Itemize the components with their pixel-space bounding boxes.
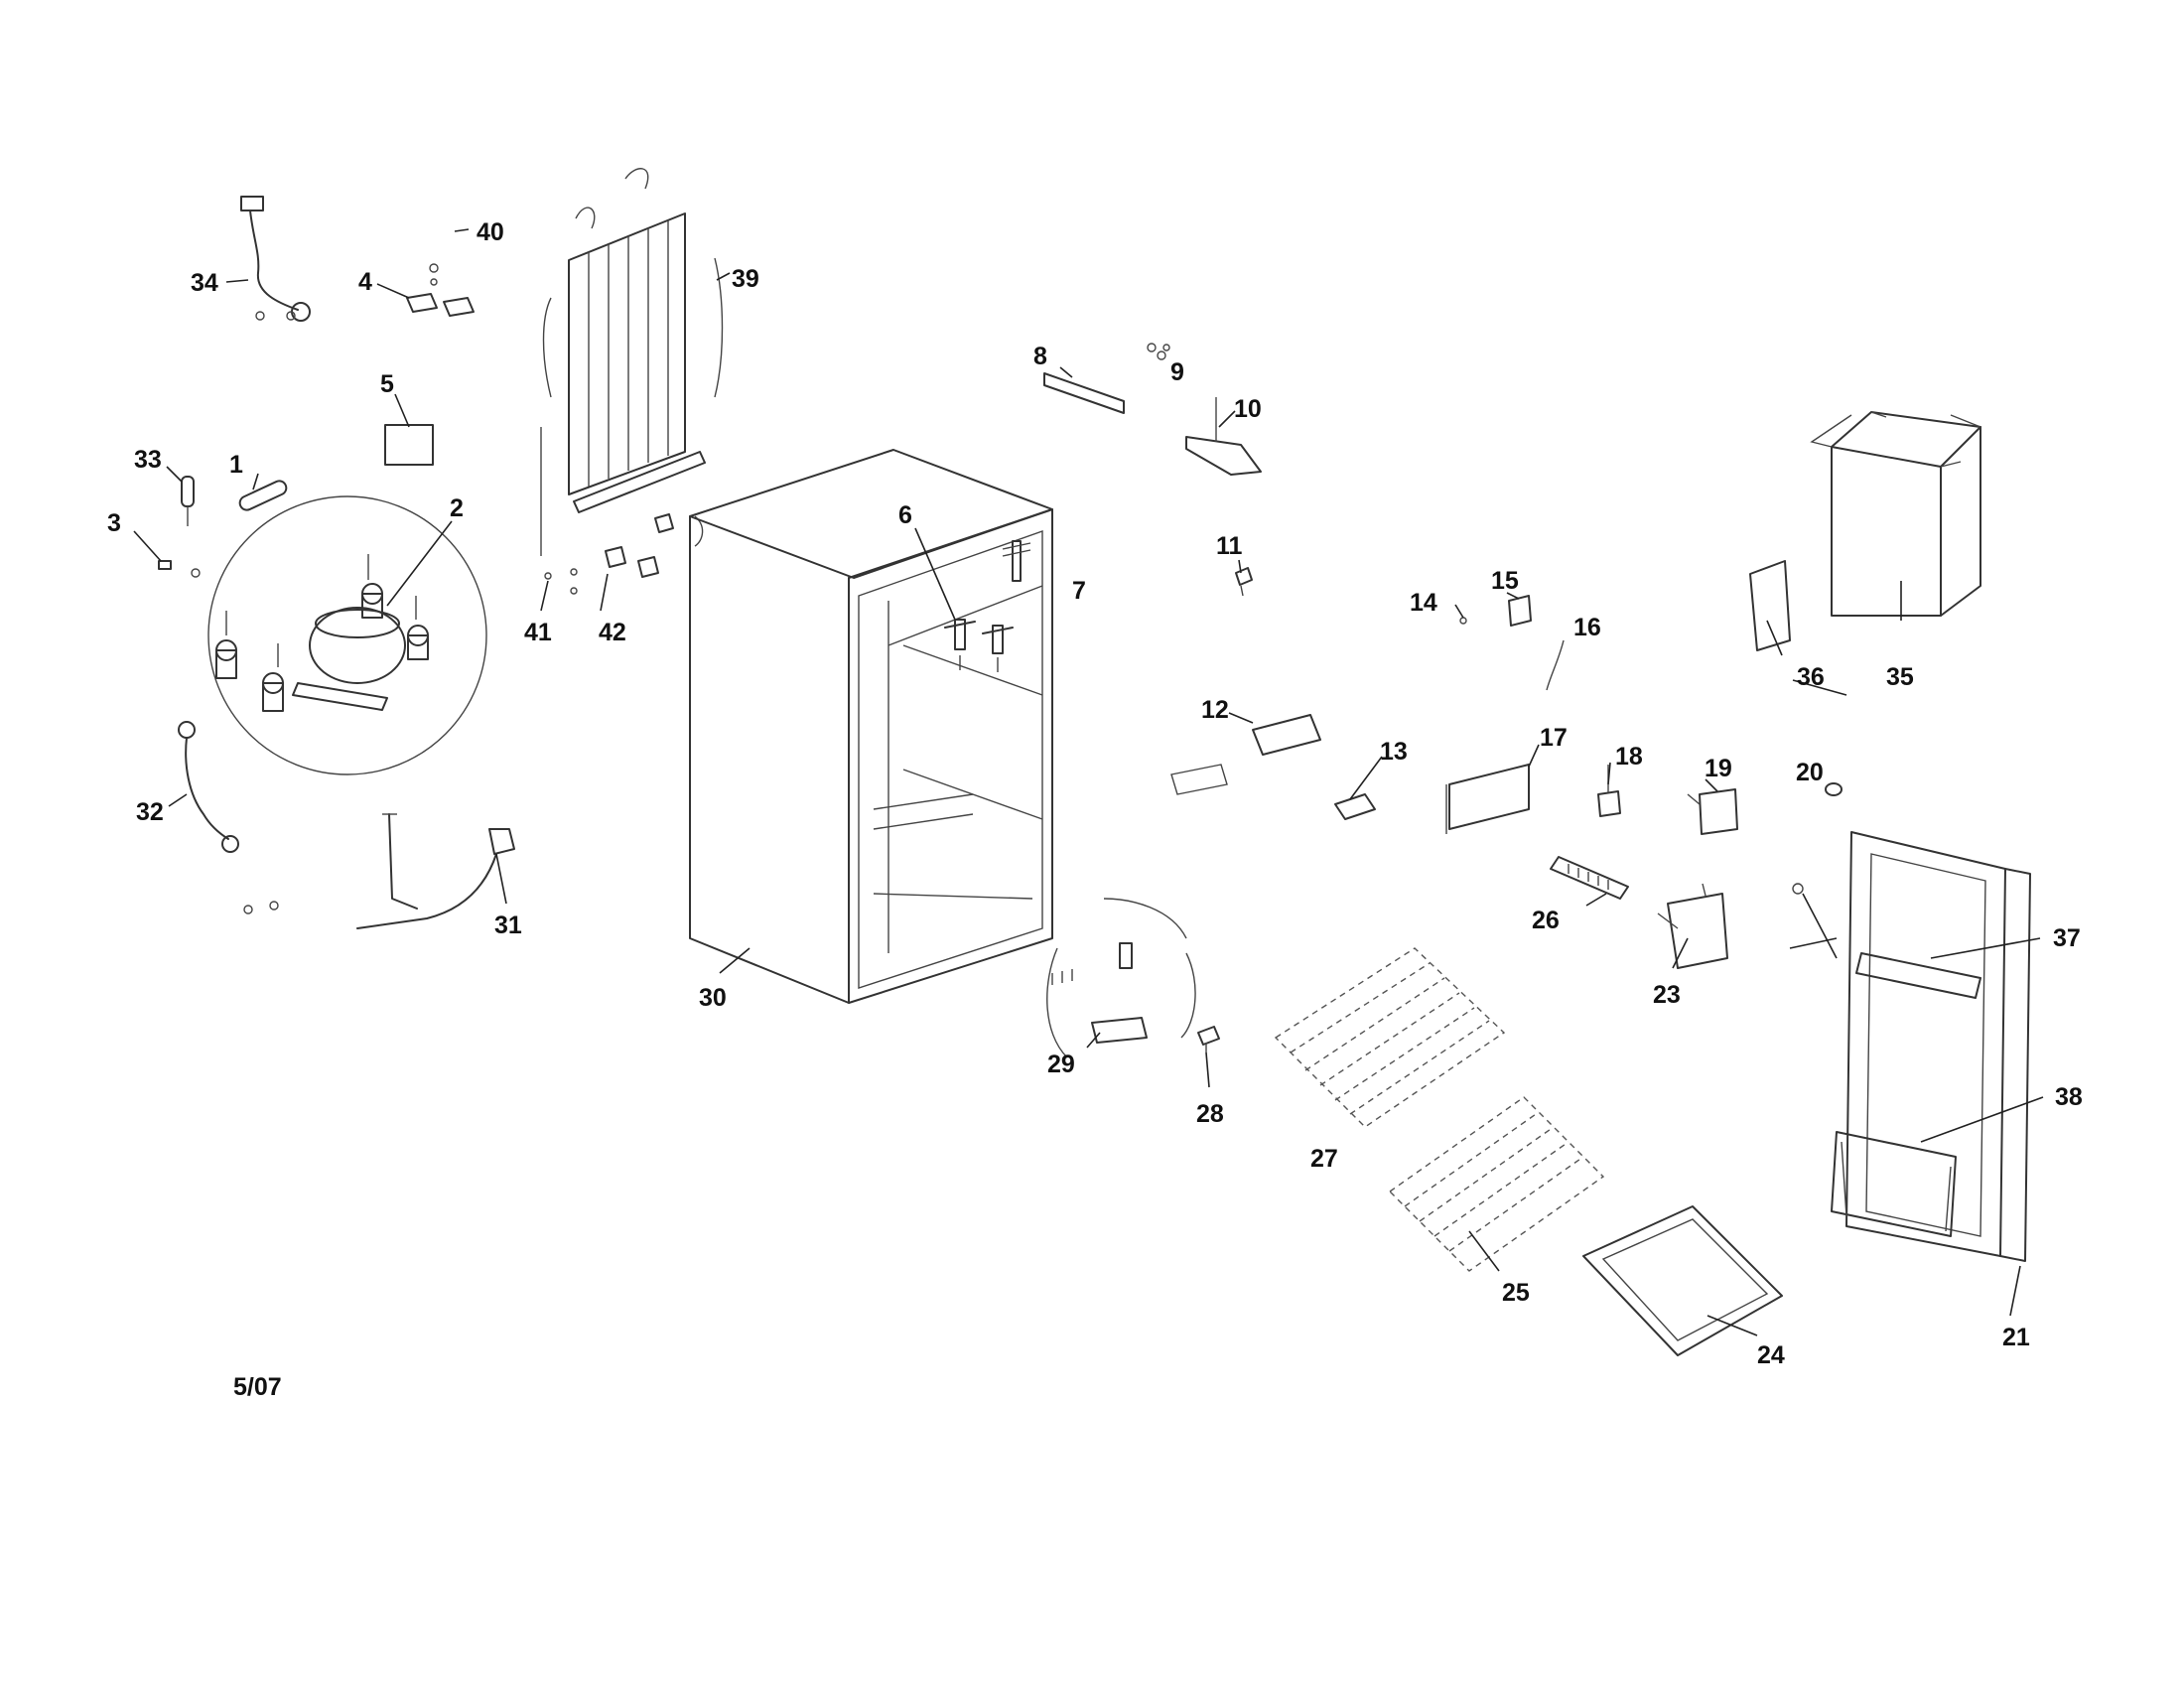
callout-25: 25 xyxy=(1502,1279,1530,1307)
part-31-power-cord xyxy=(356,813,515,929)
callout-6: 6 xyxy=(898,501,912,529)
part-20-knob xyxy=(1825,782,1843,796)
callout-26: 26 xyxy=(1532,907,1560,934)
part-19-thermostat xyxy=(1687,788,1738,835)
part-24-drip-tray xyxy=(1582,1205,1783,1356)
part-12-bracket xyxy=(1170,714,1321,795)
callout-9: 9 xyxy=(1170,358,1184,386)
part-30-cabinet xyxy=(689,449,1053,1004)
callout-30: 30 xyxy=(699,984,727,1012)
leader-lines xyxy=(133,228,2044,1336)
part-36-manual xyxy=(1749,560,1791,651)
callout-27: 27 xyxy=(1310,1145,1338,1173)
callout-15: 15 xyxy=(1491,567,1519,595)
part-27-wire-shelf xyxy=(1274,947,1506,1128)
callout-23: 23 xyxy=(1653,981,1681,1009)
callout-33: 33 xyxy=(134,446,162,474)
callout-19: 19 xyxy=(1705,755,1732,782)
part-33-drier xyxy=(181,476,195,526)
part-26-rack xyxy=(1550,856,1629,900)
callout-32: 32 xyxy=(136,798,164,826)
part-4-brackets xyxy=(406,263,475,317)
callout-3: 3 xyxy=(107,509,121,537)
part-17-panel xyxy=(1445,764,1530,834)
part-15-bracket xyxy=(1508,595,1532,627)
callout-35: 35 xyxy=(1886,663,1914,691)
callout-8: 8 xyxy=(1033,343,1047,370)
callout-41: 41 xyxy=(524,619,552,646)
part-21-door xyxy=(1831,831,2031,1262)
part-2-compressor-assembly xyxy=(207,495,487,775)
part-25-wire-shelf xyxy=(1388,1096,1605,1272)
callout-36: 36 xyxy=(1797,663,1825,691)
callout-37: 37 xyxy=(2053,924,2081,952)
callout-14: 14 xyxy=(1410,589,1437,617)
part-14-screw xyxy=(1459,617,1467,625)
part-1-tube xyxy=(238,480,288,511)
part-32-wire-harness xyxy=(178,721,279,914)
callout-12: 12 xyxy=(1201,696,1229,724)
callout-21: 21 xyxy=(2002,1324,2030,1351)
callout-28: 28 xyxy=(1196,1100,1224,1128)
part-10-hinge-plate xyxy=(1185,397,1262,476)
callout-38: 38 xyxy=(2055,1083,2083,1111)
part-39-condenser xyxy=(540,168,724,595)
callout-labels: 1 2 3 4 5 6 7 8 9 10 11 12 13 14 15 16 1… xyxy=(107,218,2083,1369)
part-screw-pin xyxy=(1792,883,1804,895)
callout-18: 18 xyxy=(1615,743,1643,771)
callout-4: 4 xyxy=(358,268,372,296)
callout-1: 1 xyxy=(229,451,243,479)
part-29-bottom-hinge xyxy=(1046,898,1196,1058)
part-34-wire-harness xyxy=(240,196,311,322)
callout-11: 11 xyxy=(1216,532,1243,560)
part-9-screws xyxy=(1147,343,1170,360)
callout-39: 39 xyxy=(732,265,759,293)
callout-16: 16 xyxy=(1573,614,1601,641)
part-6-hinge xyxy=(944,619,1014,672)
part-13-cover xyxy=(1334,793,1376,820)
part-5-label xyxy=(384,424,434,466)
part-35-carton xyxy=(1810,411,1981,617)
callout-2: 2 xyxy=(450,494,464,522)
callout-17: 17 xyxy=(1540,724,1568,752)
callout-42: 42 xyxy=(599,619,626,646)
date-code: 5/07 xyxy=(233,1373,282,1401)
callout-24: 24 xyxy=(1757,1341,1785,1369)
part-23-light-housing xyxy=(1657,883,1728,969)
callout-29: 29 xyxy=(1047,1051,1075,1078)
part-3-screw xyxy=(158,560,201,578)
part-8-handle xyxy=(1043,372,1125,414)
callout-13: 13 xyxy=(1380,738,1408,766)
callout-34: 34 xyxy=(191,269,218,297)
callout-7: 7 xyxy=(1072,577,1086,605)
callout-20: 20 xyxy=(1796,759,1824,786)
callout-5: 5 xyxy=(380,370,394,398)
callout-40: 40 xyxy=(477,218,504,246)
callout-31: 31 xyxy=(494,912,522,939)
callout-10: 10 xyxy=(1234,395,1262,423)
part-28-leveling-leg xyxy=(1197,1026,1220,1052)
part-16-wire xyxy=(1546,639,1565,691)
part-11-hinge-pin xyxy=(1235,567,1253,597)
